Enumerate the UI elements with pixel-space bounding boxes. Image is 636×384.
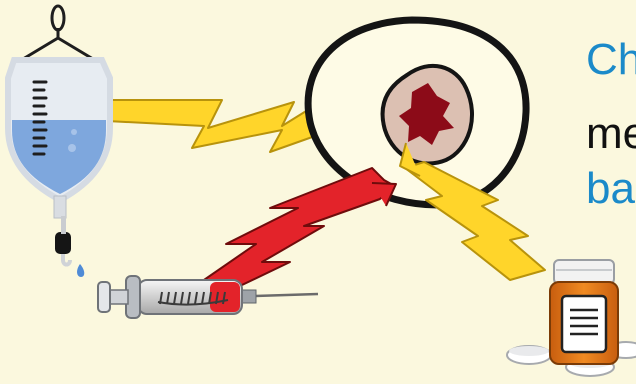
pill-bottle-icon xyxy=(550,260,618,364)
caption-line-2: me xyxy=(586,112,636,156)
syringe-icon xyxy=(98,276,318,318)
iv-bag-icon xyxy=(8,6,110,277)
caption-line-3: ba xyxy=(586,167,635,211)
caption-line-1: Ch xyxy=(586,38,636,82)
